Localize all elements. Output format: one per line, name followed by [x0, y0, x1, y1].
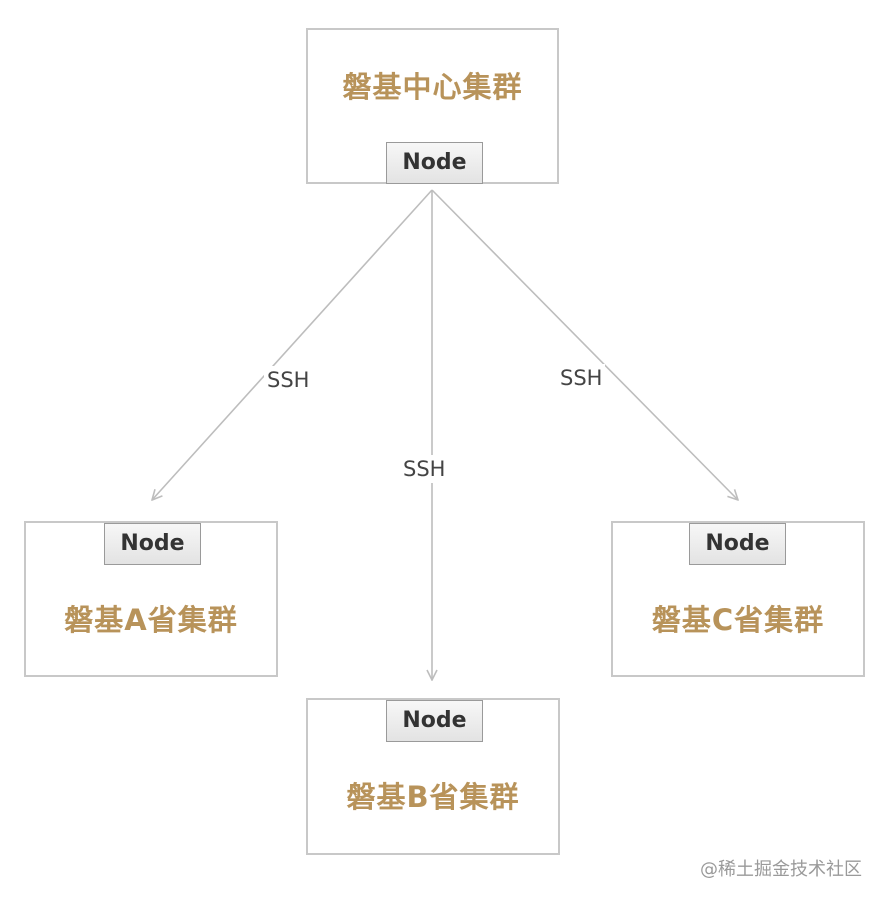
- cluster-c-box: Node 磐基C省集群: [611, 521, 865, 677]
- edge-label-ssh-c: SSH: [557, 364, 606, 392]
- cluster-c-node: Node: [689, 523, 786, 565]
- cluster-b-node: Node: [386, 700, 483, 742]
- edge-label-ssh-a: SSH: [264, 366, 313, 394]
- edge-label-ssh-b: SSH: [400, 455, 449, 483]
- cluster-b-title: 磐基B省集群: [346, 780, 520, 814]
- cluster-a-box: Node 磐基A省集群: [24, 521, 278, 677]
- edge-center-to-c: [431, 189, 738, 500]
- center-cluster-title: 磐基中心集群: [342, 70, 523, 104]
- cluster-c-title: 磐基C省集群: [651, 603, 825, 637]
- cluster-b-box: Node 磐基B省集群: [306, 698, 560, 855]
- cluster-a-node: Node: [104, 523, 201, 565]
- edge-center-to-a: [152, 189, 433, 500]
- center-node: Node: [386, 142, 483, 184]
- cluster-a-title: 磐基A省集群: [64, 603, 238, 637]
- center-cluster-box: 磐基中心集群 Node: [306, 28, 559, 184]
- watermark: @稀土掘金技术社区: [700, 859, 862, 880]
